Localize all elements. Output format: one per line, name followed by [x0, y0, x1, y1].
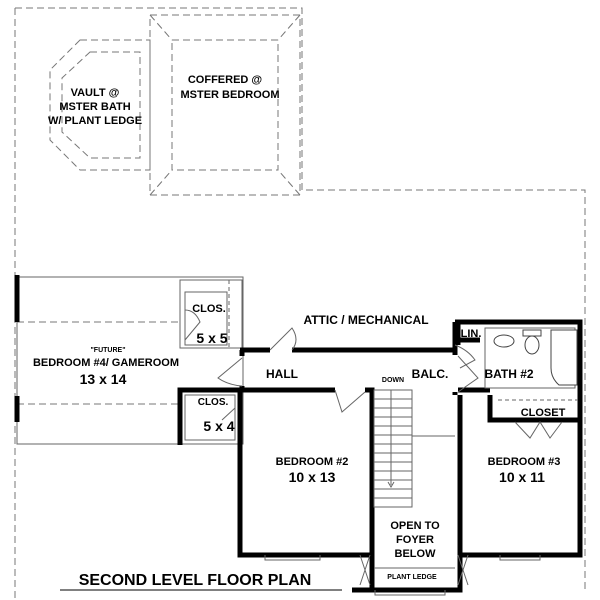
bedroom4-size: 13 x 14 — [80, 371, 127, 387]
coffered-label-line: MSTER BEDROOM — [181, 89, 280, 101]
stairs[interactable] — [373, 389, 455, 508]
vault-label-line: W/ PLANT LEDGE — [48, 115, 142, 127]
closet-5x5 — [179, 279, 243, 349]
down-label: DOWN — [382, 377, 404, 384]
vault-label-line: VAULT @ — [71, 87, 120, 99]
toilet-tank-icon — [522, 329, 542, 337]
balcony-label: BALC. — [412, 367, 449, 381]
plant-ledge-label: PLANT LEDGE — [387, 574, 437, 581]
doors — [217, 327, 563, 439]
hall-label: HALL — [266, 367, 298, 381]
coffered-outline — [149, 14, 301, 196]
toilet-icon — [524, 335, 540, 355]
bedroom2-label: BEDROOM #2 — [276, 456, 349, 468]
open-label-line: BELOW — [395, 548, 437, 560]
attic-label: ATTIC / MECHANICAL — [303, 313, 428, 327]
closet-5x4 — [184, 394, 236, 441]
closet2-label: CLOS. — [198, 397, 229, 408]
coffered-label: COFFERED @ MSTER BEDROOM — [181, 74, 280, 101]
plan-title: SECOND LEVEL FLOOR PLAN — [79, 572, 312, 589]
bath-fixtures — [484, 327, 578, 401]
linen-label: LIN. — [461, 328, 482, 340]
vault-label: VAULT @ MSTER BATH W/ PLANT LEDGE — [48, 87, 142, 127]
closet1-size: 5 x 5 — [196, 330, 227, 346]
walls — [177, 319, 583, 593]
bathtub-icon — [550, 329, 578, 386]
open-to-foyer-label: OPEN TO FOYER BELOW — [390, 520, 440, 560]
coffered-label-line: COFFERED @ — [188, 74, 263, 86]
bedroom4-note: "FUTURE" — [90, 347, 125, 354]
bedroom3-label: BEDROOM #3 — [488, 456, 561, 468]
plant-ledge — [264, 554, 541, 596]
bedroom3-size: 10 x 11 — [499, 469, 545, 485]
closet2-size: 5 x 4 — [203, 418, 234, 434]
bedroom2-size: 10 x 13 — [289, 469, 336, 485]
closet1-label: CLOS. — [192, 303, 226, 315]
closet-label: CLOSET — [521, 407, 566, 419]
bedroom-4 — [14, 275, 244, 445]
roof-outline — [14, 7, 586, 600]
bedroom4-label: BEDROOM #4/ GAMEROOM — [33, 357, 179, 369]
vault-outline — [49, 39, 151, 171]
sink-icon — [493, 334, 515, 348]
open-label-line: OPEN TO — [390, 520, 440, 532]
bath2-label: BATH #2 — [484, 367, 533, 381]
open-label-line: FOYER — [396, 534, 434, 546]
vault-label-line: MSTER BATH — [59, 101, 130, 113]
